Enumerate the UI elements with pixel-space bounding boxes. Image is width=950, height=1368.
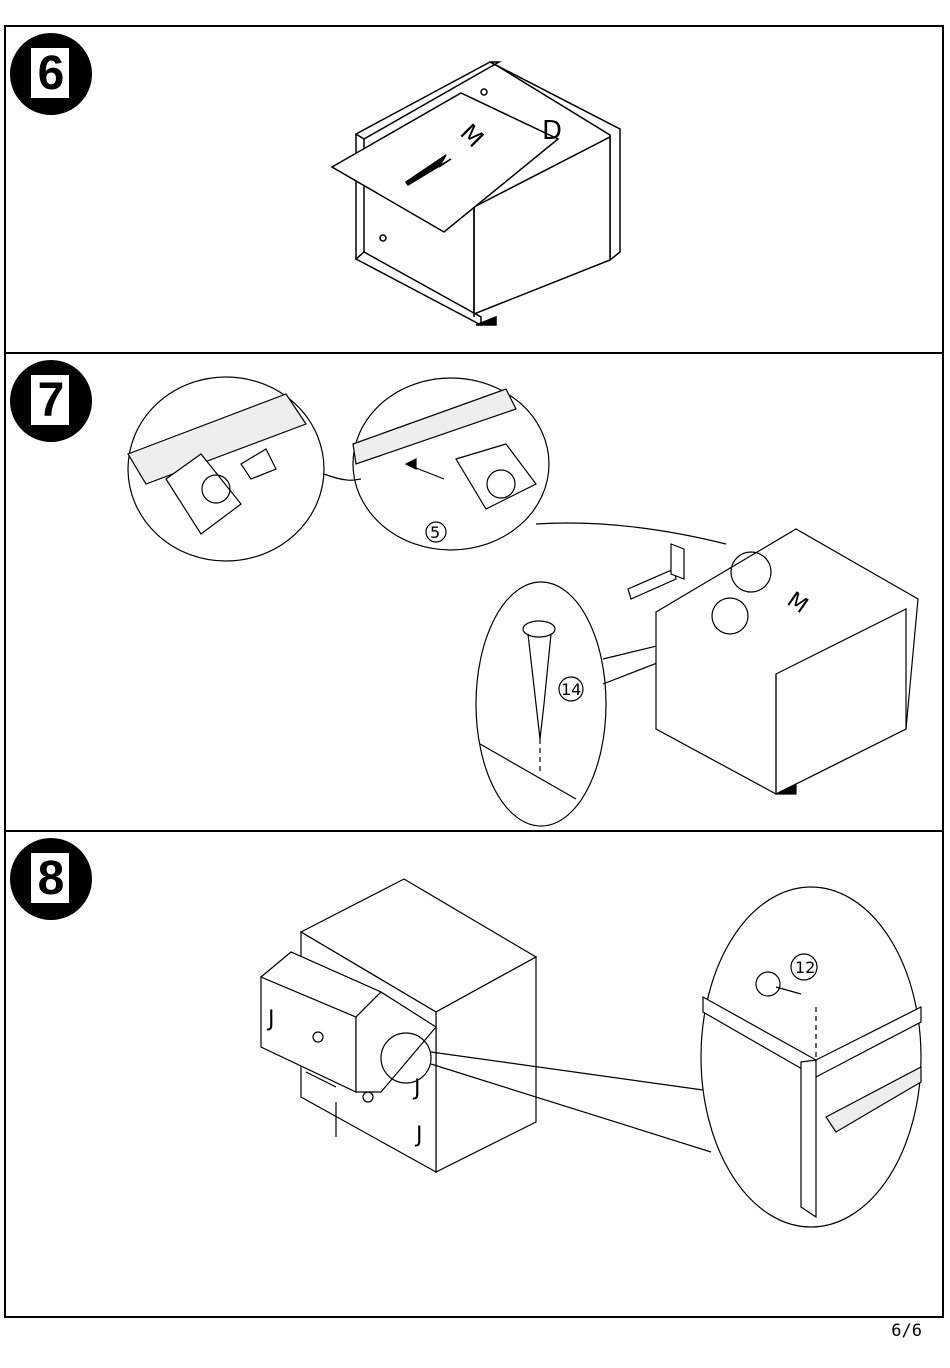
drawer-letter-j-2: J <box>412 1076 421 1101</box>
step-6-illustration: M D <box>6 27 942 352</box>
step-7-illustration: 5 14 M <box>6 354 942 830</box>
step-8-illustration: J J J 12 <box>6 832 942 1316</box>
part-label-14: 14 <box>561 680 581 699</box>
part-label-5: 5 <box>430 523 440 542</box>
detail-circle-nail <box>476 582 606 826</box>
step-7-panel: 7 <box>4 352 944 832</box>
step-6-panel: 6 M D <box>4 25 944 354</box>
part-label-12: 12 <box>795 958 815 977</box>
page-number: 6/6 <box>891 1321 922 1341</box>
step-8-panel: 8 <box>4 830 944 1318</box>
panel-letter-d: D <box>542 116 562 146</box>
drawer-letter-j-1: J <box>266 1007 275 1032</box>
drawer-letter-j-3: J <box>414 1123 423 1148</box>
